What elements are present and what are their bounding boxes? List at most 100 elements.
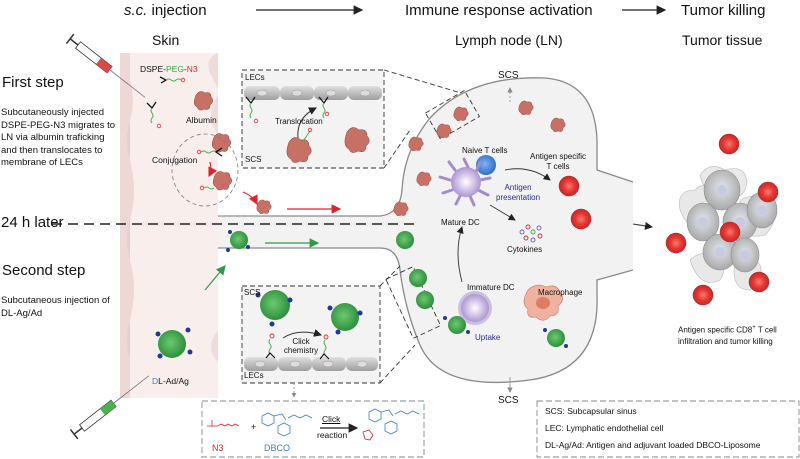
- tumor-cluster: [679, 166, 778, 291]
- syringe-bottom-icon: [69, 375, 150, 440]
- mature-dc-label: Mature DC: [441, 218, 480, 227]
- product-structure-icon: [362, 408, 420, 441]
- subheader-lymph-node: Lymph node (LN): [455, 32, 563, 48]
- tumor-arrow: [632, 221, 653, 230]
- caption-pre: Antigen specific CD8: [678, 325, 753, 335]
- cytokine-arrow: [489, 204, 516, 221]
- dl-ad-ag-label: DL-Ad/Ag: [152, 376, 189, 386]
- cytokines-icon: [519, 224, 543, 243]
- legend-item-scs: SCS: Subcapsular sinus: [545, 406, 637, 416]
- infiltrating-t-cell: [748, 271, 770, 293]
- sc-abbrev: s.c.: [124, 2, 148, 19]
- infiltrating-t-cell: [719, 221, 741, 243]
- immature-dc-label: Immature DC: [467, 283, 515, 292]
- immature-dc-icon: [458, 291, 492, 325]
- click-text: Click: [292, 337, 310, 346]
- injection-label: injection: [147, 2, 207, 19]
- liposome-icon: [230, 231, 248, 249]
- liposome-icon: [331, 303, 359, 331]
- inset-bottom-scs-label: SCS: [244, 288, 261, 297]
- reaction-dbco-label: DBCO: [264, 443, 291, 453]
- header-stage-injection: s.c. injection: [124, 2, 207, 19]
- conjugated-molecule-icon: [199, 185, 215, 191]
- n3-text: N3: [186, 64, 198, 74]
- liposome-icon: [158, 330, 186, 358]
- conjugation-label: Conjugation: [152, 155, 198, 165]
- header-stage-immune: Immune response activation: [405, 2, 593, 19]
- albumin-icon: [213, 171, 232, 191]
- tumor-caption: Antigen specific CD8+ T cell infiltratio…: [678, 323, 777, 347]
- tumor-caption-line1: Antigen specific CD8+ T cell: [678, 323, 777, 336]
- inset-top-lecs-label: LECs: [245, 73, 265, 82]
- infiltrating-t-cell: [757, 181, 779, 203]
- dl-d-text: D: [152, 376, 159, 386]
- inset-top-translocation-label: Translocation: [275, 117, 323, 126]
- ln-albumin-group: [256, 100, 566, 216]
- timeline-label: 24 h later: [1, 214, 64, 231]
- header-stage-tumor: Tumor killing: [681, 2, 766, 19]
- tumor-t-cells: [665, 133, 779, 306]
- reaction-n3-label: N3: [212, 443, 224, 453]
- dspe-peg-n3-label: DSPE-PEG-N3: [140, 64, 198, 74]
- cytokines-label: Cytokines: [507, 245, 543, 254]
- caption-post: T cell: [755, 325, 777, 335]
- ln-scs-top-label: SCS: [498, 70, 519, 81]
- lymph-vessel-top: [218, 77, 634, 217]
- dash-text: -: [183, 64, 187, 74]
- ag-specific-line1: Antigen specific: [530, 152, 587, 161]
- first-step-title: First step: [2, 74, 64, 91]
- conjugation-molecule-icon: [196, 147, 223, 157]
- liposome-icon: [547, 329, 565, 347]
- dbco-groups: [155, 230, 568, 359]
- inset-translocation: [241, 69, 385, 169]
- infiltrating-t-cell: [692, 284, 714, 306]
- syringe-top-icon: [65, 33, 146, 98]
- second-step-description: Subcutaneous injection of DL-Ag/Ad: [1, 295, 110, 319]
- liposome-icon: [260, 290, 290, 320]
- reaction-box: [201, 400, 425, 458]
- peg-text: PEG: [165, 64, 184, 74]
- antigen-specific-t-cell: [570, 208, 592, 230]
- dspe-peg-n3-molecule-icon: [159, 76, 186, 84]
- legend-item-dl: DL-Ag/Ad: Antigen and adjuvant loaded DB…: [545, 440, 761, 450]
- lec-cells-bottom: [244, 357, 378, 371]
- dspe-peg-n3-molecule-icon: [146, 101, 162, 129]
- ln-scs-bottom-label: SCS: [498, 395, 519, 406]
- inset-top-scs-label: SCS: [245, 155, 262, 164]
- albumin-label: Albumin: [186, 115, 217, 125]
- macrophage-label: Macrophage: [538, 288, 583, 297]
- dl-rest-text: L-Ad/Ag: [158, 376, 189, 386]
- albumin-icon: [194, 91, 213, 111]
- antigen-specific-t-cell: [558, 175, 580, 197]
- subheader-skin: Skin: [152, 32, 180, 48]
- uptake-label: Uptake: [475, 333, 501, 342]
- n3-structure-icon: [207, 420, 240, 427]
- liposome-icon: [396, 231, 414, 249]
- naive-t-cell: [476, 155, 496, 175]
- inset-bottom-lecs-label: LECs: [244, 371, 264, 380]
- second-step-title: Second step: [2, 262, 86, 279]
- albumin-icon: [212, 133, 231, 153]
- reaction-plus: +: [251, 422, 257, 432]
- legend-box: [536, 400, 800, 458]
- dspe-text: DSPE-: [140, 64, 166, 74]
- maturation-arrow: [456, 226, 464, 283]
- tumor-caption-line2: infiltration and tumor killing: [678, 336, 773, 346]
- macrophage-icon: [523, 284, 563, 321]
- skin-red-arrow: [242, 191, 258, 206]
- presentation-arrow: [504, 168, 551, 181]
- ag-presentation-line1: Antigen: [504, 183, 532, 192]
- lymph-vessel-bottom: [218, 247, 634, 384]
- dbco-structure-icon: [261, 412, 313, 437]
- infiltrating-t-cell: [665, 232, 687, 254]
- ag-specific-line2: T cells: [546, 162, 570, 171]
- ln-zoom-box-top: [424, 89, 481, 140]
- reaction-click-label: Click: [322, 414, 341, 424]
- liposome-icon: [409, 269, 427, 287]
- first-step-description: Subcutaneously injected DSPE-PEG-N3 migr…: [1, 107, 116, 168]
- skin-green-arrow: [204, 265, 226, 291]
